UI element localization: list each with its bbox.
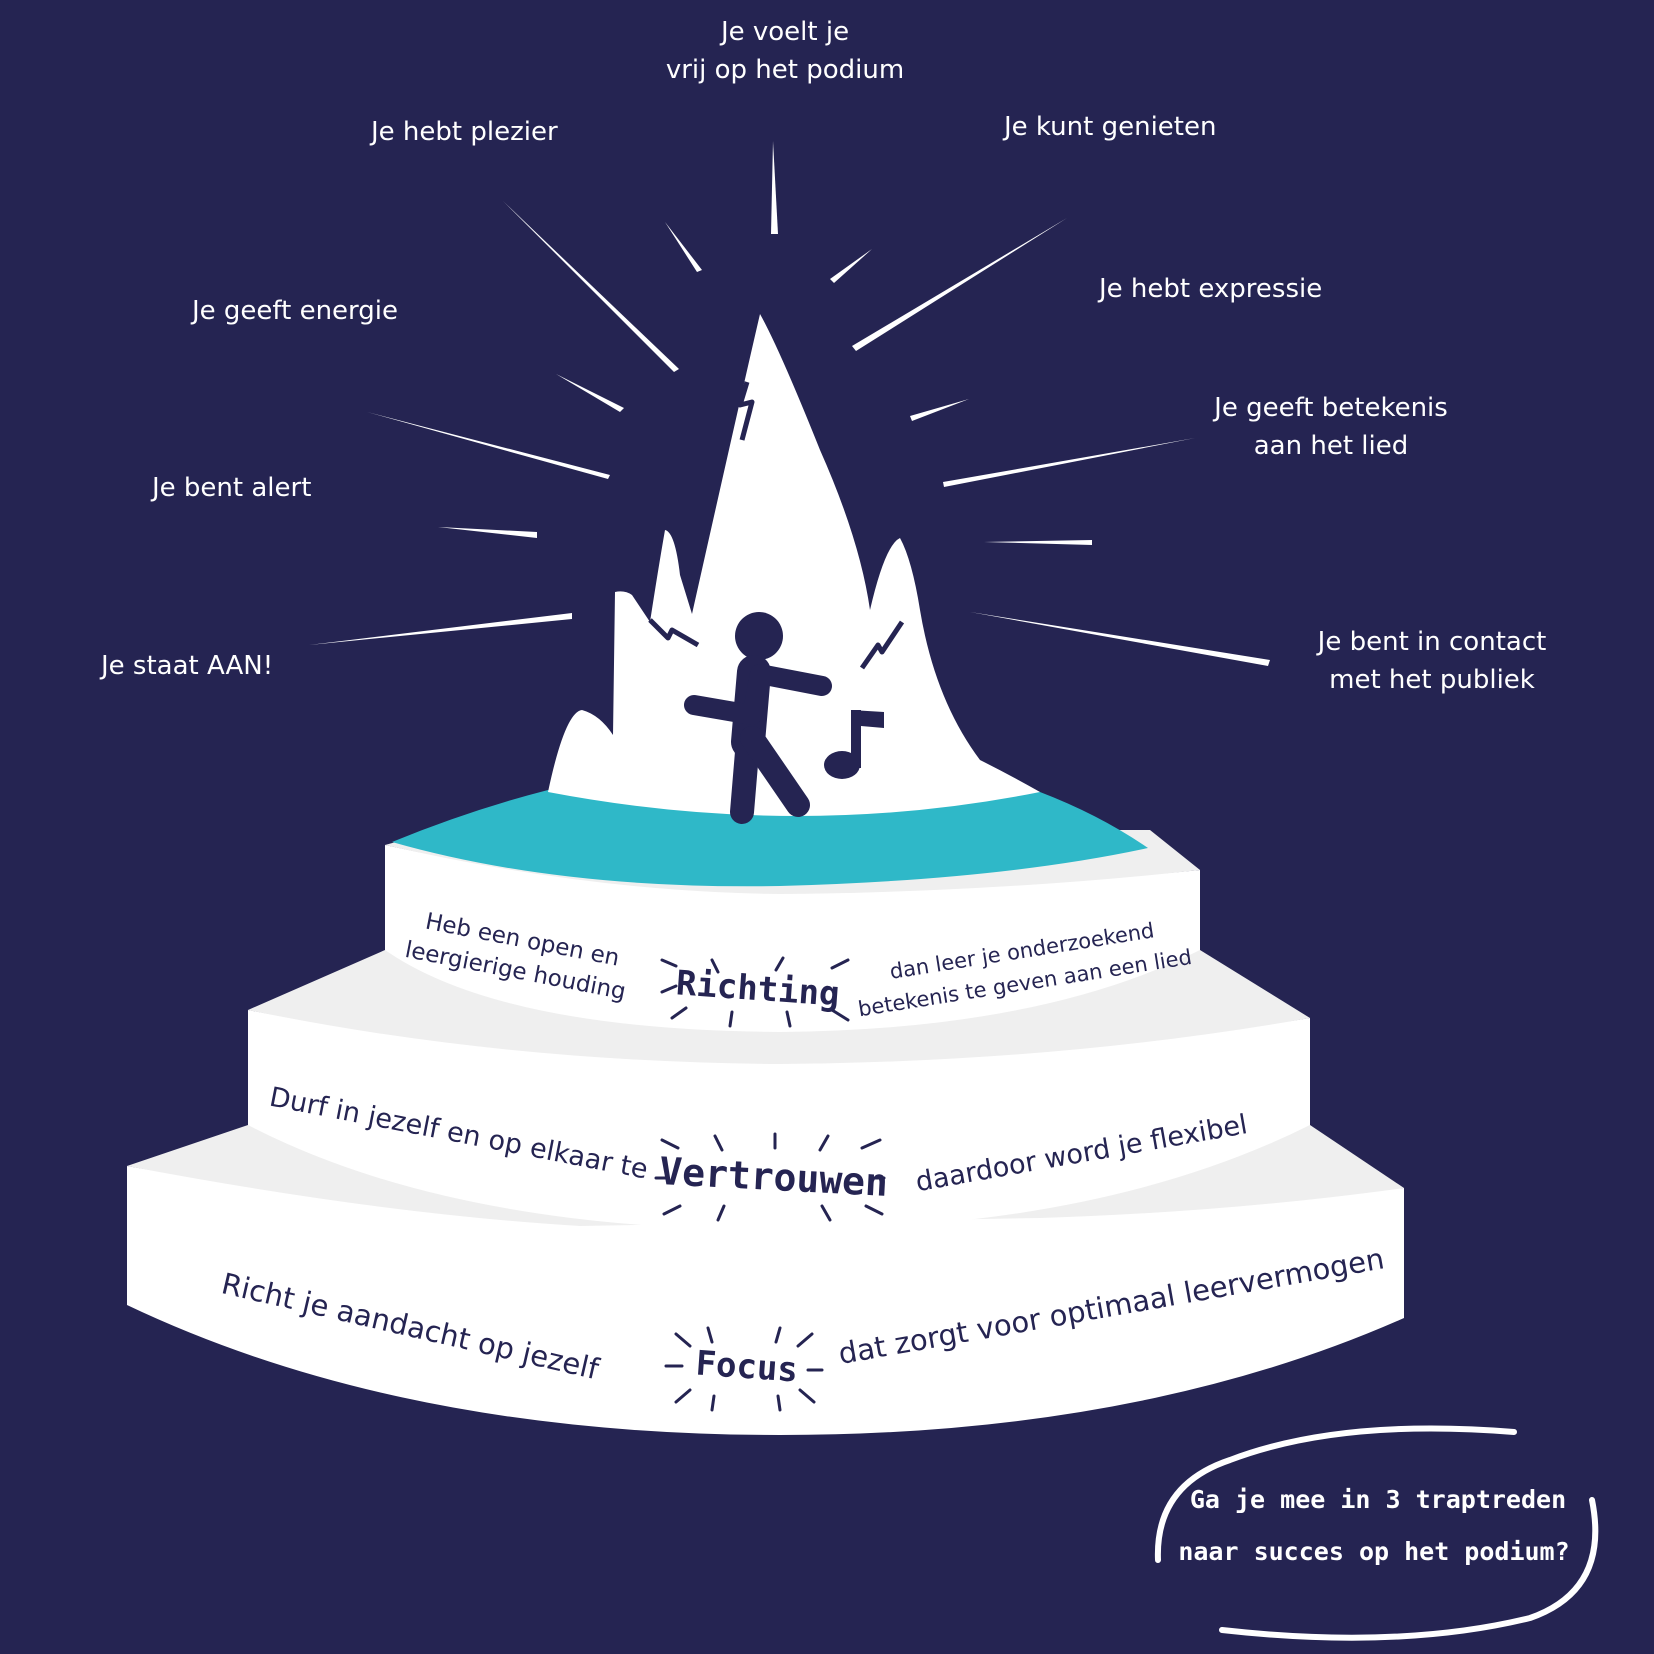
- statement-energie: Je geeft energie: [192, 292, 398, 330]
- statement-expressie: Je hebt expressie: [1099, 270, 1322, 308]
- ray: [503, 201, 679, 372]
- ray: [556, 374, 624, 412]
- statement-aan: Je staat AAN!: [101, 647, 273, 685]
- statement-line: aan het lied: [1214, 427, 1448, 465]
- statement-line: Je hebt plezier: [371, 113, 558, 151]
- cta-bubble: Ga je mee in 3 traptreden naar succes op…: [1158, 1429, 1595, 1638]
- statement-betekenis: Je geeft betekenis aan het lied: [1214, 389, 1448, 465]
- statement-genieten: Je kunt genieten: [1004, 108, 1216, 146]
- ray: [309, 613, 572, 645]
- statement-line: Je geeft betekenis: [1214, 389, 1448, 427]
- cta-line-1: Ga je mee in 3 traptreden: [1190, 1485, 1566, 1514]
- statement-line: Je kunt genieten: [1004, 108, 1216, 146]
- mountain: [548, 314, 1040, 816]
- statement-vrij-op-podium: Je voelt je vrij op het podium: [666, 13, 904, 89]
- statement-line: Je bent in contact: [1318, 623, 1547, 661]
- statement-line: vrij op het podium: [666, 51, 904, 89]
- statement-line: Je geeft energie: [192, 292, 398, 330]
- ray: [852, 218, 1067, 351]
- statement-contact-publiek: Je bent in contact met het publiek: [1318, 623, 1547, 699]
- statement-line: Je staat AAN!: [101, 647, 273, 685]
- statement-plezier: Je hebt plezier: [371, 113, 558, 151]
- ray: [830, 249, 872, 283]
- ray: [943, 438, 1195, 487]
- ray: [367, 412, 610, 479]
- ray: [771, 141, 778, 234]
- step-focus-keyword: Focus: [694, 1344, 799, 1391]
- statement-line: Je hebt expressie: [1099, 270, 1322, 308]
- ray: [910, 399, 969, 421]
- statement-line: met het publiek: [1318, 661, 1547, 699]
- statement-line: Je bent alert: [152, 469, 311, 507]
- statement-line: Je voelt je: [666, 13, 904, 51]
- ray: [984, 540, 1092, 545]
- ray: [438, 527, 537, 538]
- ray: [665, 222, 702, 272]
- statement-alert: Je bent alert: [152, 469, 311, 507]
- cta-line-2: naar succes op het podium?: [1178, 1537, 1569, 1566]
- ray: [970, 612, 1270, 666]
